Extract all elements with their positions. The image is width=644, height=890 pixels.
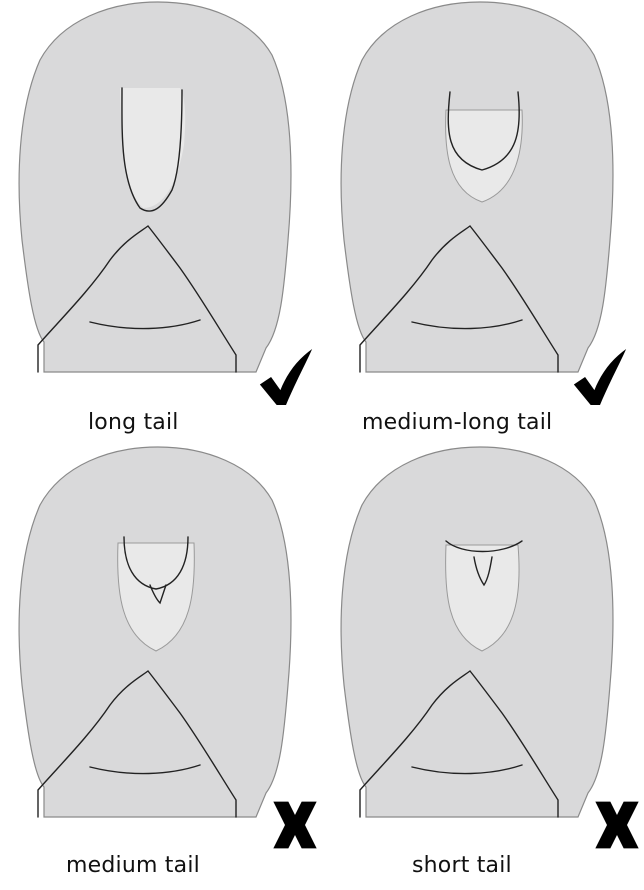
caption-long-tail: long tail xyxy=(88,410,179,435)
cross-mark-shape xyxy=(595,802,638,849)
check-mark-icon xyxy=(258,342,314,412)
caption-medium-tail: medium tail xyxy=(66,853,200,878)
caption-short-tail: short tail xyxy=(412,853,512,878)
cross-mark-shape xyxy=(273,802,316,849)
check-mark-icon xyxy=(572,342,628,412)
panel-long-tail: long tail xyxy=(0,0,322,445)
panel-medium-long-tail: medium-long tail xyxy=(322,0,644,445)
cross-mark-icon xyxy=(270,799,320,851)
caption-medium-long-tail: medium-long tail xyxy=(362,410,552,435)
cross-mark-icon xyxy=(592,799,642,851)
panel-medium-tail: medium tail xyxy=(0,445,322,890)
check-mark-shape xyxy=(574,349,626,405)
panel-short-tail: short tail xyxy=(322,445,644,890)
check-mark-shape xyxy=(260,349,312,405)
